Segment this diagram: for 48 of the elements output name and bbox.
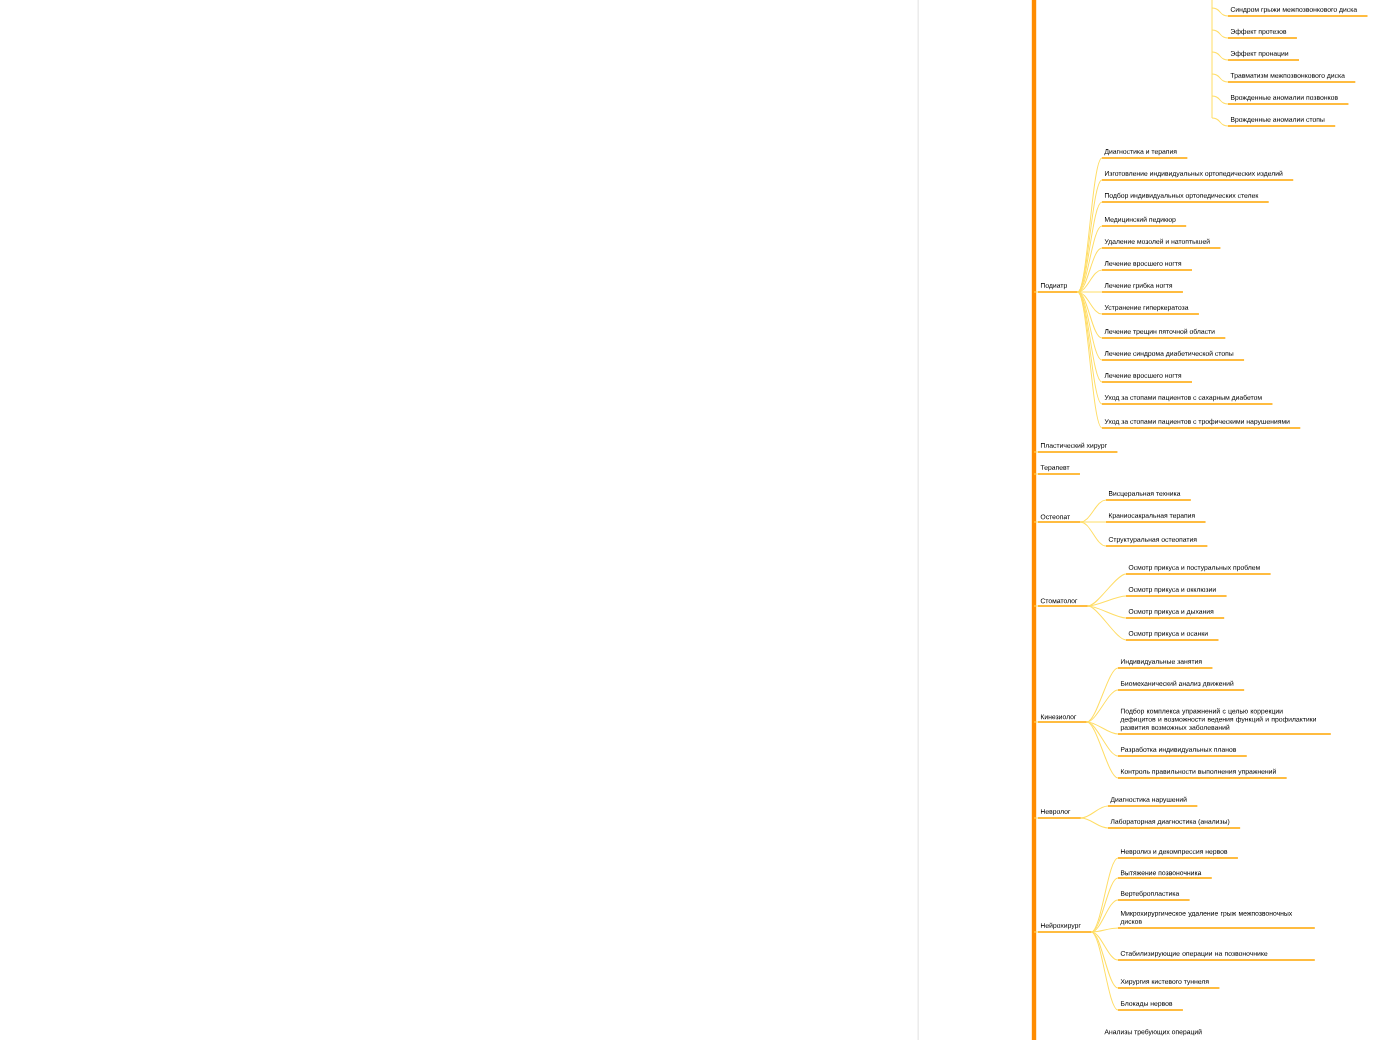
connector [1087, 595, 1127, 607]
connector [1086, 721, 1119, 757]
connector [1086, 721, 1119, 779]
connector [1090, 927, 1119, 933]
connector [1090, 877, 1119, 933]
connector [1211, 51, 1229, 61]
connector [1077, 247, 1103, 293]
connector [1080, 521, 1107, 547]
connector [1033, 931, 1039, 933]
connector [1033, 291, 1039, 293]
connector [1077, 201, 1103, 293]
connector [1086, 667, 1119, 723]
connector [1090, 857, 1119, 933]
connector [1077, 291, 1103, 429]
connector [1033, 473, 1039, 475]
connector [1033, 721, 1039, 723]
connector [1211, 95, 1229, 105]
connector [1077, 269, 1103, 293]
connector [1090, 899, 1119, 933]
connector [1033, 521, 1039, 523]
connector [1077, 291, 1103, 293]
connector [1211, 73, 1229, 83]
connector [1033, 451, 1039, 453]
connector [1080, 817, 1109, 829]
connector [1033, 817, 1039, 819]
connector [1211, 29, 1229, 39]
connector [1087, 573, 1127, 607]
connector [1077, 179, 1103, 293]
connector [1080, 805, 1109, 819]
connector [1087, 605, 1127, 641]
connector [1086, 689, 1119, 723]
connector [1080, 521, 1107, 523]
connector [1087, 605, 1127, 619]
connector [1077, 291, 1103, 383]
connector [1080, 499, 1107, 523]
connector [1090, 931, 1119, 961]
connector [1077, 291, 1103, 405]
connector [1077, 225, 1103, 293]
connector [1211, 7, 1229, 17]
connector [1211, 117, 1229, 127]
connector [1090, 931, 1119, 1011]
connector [1077, 291, 1103, 339]
connector [1077, 157, 1103, 293]
connector [1086, 721, 1119, 735]
connector [1077, 291, 1103, 315]
connector [1090, 931, 1119, 989]
connector [1033, 605, 1039, 607]
connector [1077, 291, 1103, 361]
